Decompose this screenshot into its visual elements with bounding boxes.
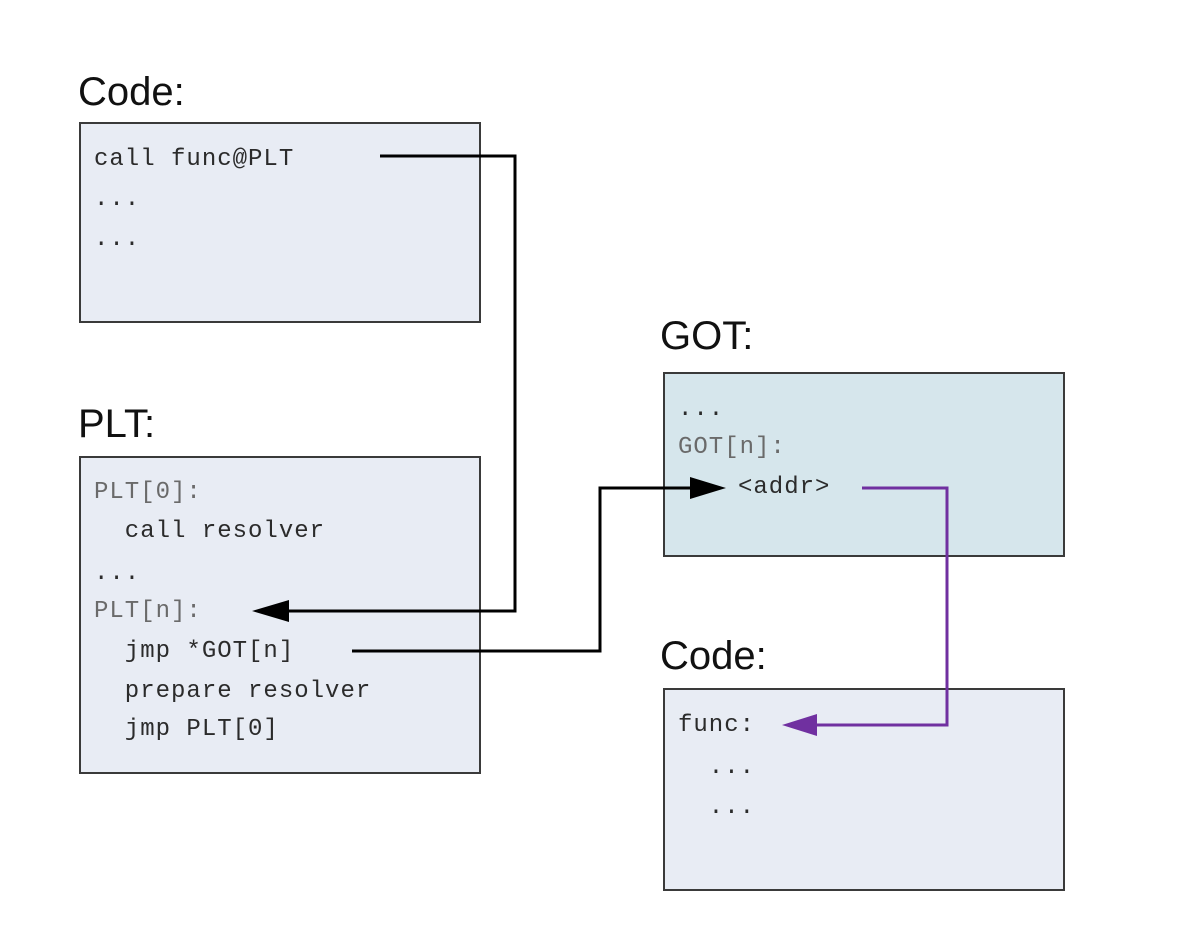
code-bottom-line-ellipsis-1: ... <box>678 754 756 781</box>
plt-heading: PLT: <box>78 402 156 446</box>
code-bottom-line-ellipsis-2: ... <box>678 794 756 821</box>
code-top-heading: Code: <box>78 70 185 114</box>
plt-line-jmp-got: jmp *GOT[n] <box>94 638 295 665</box>
plt-line-jmp-plt0: jmp PLT[0] <box>94 716 279 743</box>
code-bottom-line-func: func: <box>678 712 756 739</box>
plt-line-call-resolver: call resolver <box>94 518 326 545</box>
connector-addr-to-func <box>812 486 949 727</box>
plt-line-plt0: PLT[0]: <box>94 479 202 506</box>
got-line-addr: <addr> <box>738 474 831 501</box>
plt-line-ellipsis: ... <box>94 560 141 587</box>
got-heading: GOT: <box>660 314 754 358</box>
got-line-ellipsis: ... <box>678 396 725 423</box>
arrowhead-got-addr <box>690 477 726 499</box>
connector-jmp-to-got <box>352 486 692 653</box>
arrowhead-pltn <box>252 600 289 622</box>
arrowhead-func <box>782 714 817 736</box>
got-line-gotn: GOT[n]: <box>678 434 786 461</box>
code-top-line-ellipsis-2: ... <box>94 226 141 253</box>
plt-line-pltn: PLT[n]: <box>94 598 202 625</box>
got-box <box>663 372 1065 557</box>
code-bottom-box <box>663 688 1065 891</box>
plt-line-prepare-resolver: prepare resolver <box>94 678 372 705</box>
connector-call-to-pltn <box>285 154 517 613</box>
code-top-line-call: call func@PLT <box>94 146 295 173</box>
code-bottom-heading: Code: <box>660 634 767 678</box>
code-top-line-ellipsis-1: ... <box>94 186 141 213</box>
